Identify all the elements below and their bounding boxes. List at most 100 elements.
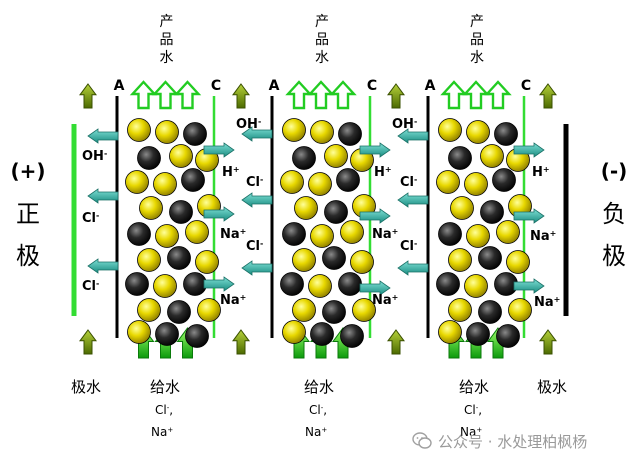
anion-migration-arrow-4 (241, 126, 273, 142)
anion-migration-arrow-5 (241, 192, 273, 208)
cation-resin-bead-2-2 (310, 120, 334, 144)
product-water-label-2-1: 产 (315, 14, 329, 30)
hydrogen-ion-label-7: H+ (532, 165, 550, 181)
anion-resin-bead-2-9 (336, 168, 360, 192)
anion-resin-bead-1-26 (155, 322, 179, 346)
anion-migration-arrow-6 (241, 260, 273, 276)
feed-ions-chloride-1: Cl-, (155, 403, 173, 417)
cation-resin-bead-2-25 (282, 320, 306, 344)
cation-resin-bead-3-24 (508, 298, 532, 322)
product-water-arrow-1-1 (129, 80, 158, 110)
electrode-water-label-right: 极水 (537, 378, 567, 396)
anion-resin-bead-1-27 (185, 324, 209, 348)
hydroxide-ion-label-7: OH- (392, 117, 417, 133)
product-water-label-2-2: 品 (315, 32, 329, 48)
chloride-ion-label-6: Cl- (246, 239, 263, 255)
cation-resin-bead-1-14 (155, 224, 179, 248)
cation-resin-bead-2-16 (292, 248, 316, 272)
anion-resin-bead-1-13 (127, 222, 151, 246)
anion-resin-bead-2-23 (322, 300, 346, 324)
cation-resin-bead-3-20 (464, 274, 488, 298)
anion-resin-bead-2-21 (338, 272, 362, 296)
cation-resin-bead-2-14 (310, 224, 334, 248)
cation-resin-bead-3-2 (466, 120, 490, 144)
cation-resin-bead-2-20 (308, 274, 332, 298)
feed-ions-sodium-3: Na+ (460, 425, 482, 439)
cation-resin-bead-3-25 (438, 320, 462, 344)
anion-resin-bead-3-3 (494, 122, 518, 146)
cation-migration-arrow-8 (513, 208, 545, 224)
product-water-label-3-3: 水 (470, 50, 484, 66)
cation-resin-bead-2-7 (280, 170, 304, 194)
cation-migration-arrow-5 (359, 208, 391, 224)
cation-resin-bead-2-8 (308, 172, 332, 196)
anion-resin-bead-2-3 (338, 122, 362, 146)
anion-resin-bead-1-17 (167, 246, 191, 270)
cation-resin-bead-1-22 (137, 298, 161, 322)
sodium-ion-label-3: Na+ (220, 293, 246, 309)
positive-electrode-label-bottom: 极 (16, 242, 40, 270)
negative-electrode-label-top: 负 (602, 200, 626, 228)
watermark: 公众号 · 水处理柏枫杨 (412, 430, 587, 452)
cation-migration-arrow-9 (513, 278, 545, 294)
chloride-ion-label-8: Cl- (400, 175, 417, 191)
electrode-water-arrow-2 (79, 329, 97, 355)
anion-resin-bead-2-17 (322, 246, 346, 270)
hydroxide-ion-label-1: OH- (82, 149, 107, 165)
electrode-water-arrow-3 (232, 83, 250, 109)
anion-resin-bead-1-9 (181, 168, 205, 192)
electrode-water-arrow-7 (539, 83, 557, 109)
cation-resin-bead-3-1 (438, 118, 462, 142)
anion-resin-bead-3-26 (466, 322, 490, 346)
hydrogen-ion-label-1: H+ (222, 165, 240, 181)
anion-migration-arrow-9 (397, 260, 429, 276)
anion-resin-bead-2-4 (292, 146, 316, 170)
anion-resin-bead-2-19 (280, 272, 304, 296)
cation-resin-bead-3-10 (450, 196, 474, 220)
anion-resin-bead-3-19 (436, 272, 460, 296)
cation-resin-bead-1-10 (139, 196, 163, 220)
cation-resin-bead-2-1 (282, 118, 306, 142)
cation-resin-bead-2-24 (352, 298, 376, 322)
cation-resin-bead-3-15 (496, 220, 520, 244)
cation-membrane-label-3: C (521, 78, 531, 94)
anion-resin-bead-1-19 (125, 272, 149, 296)
chloride-ion-label-2: Cl- (82, 211, 99, 227)
anion-resin-bead-3-17 (478, 246, 502, 270)
cation-migration-arrow-7 (513, 142, 545, 158)
product-water-label-3-1: 产 (470, 14, 484, 30)
feed-ions-sodium-1: Na+ (151, 425, 173, 439)
cation-migration-arrow-2 (203, 206, 235, 222)
cation-membrane-label-2: C (367, 78, 377, 94)
cation-resin-bead-1-8 (153, 172, 177, 196)
anion-migration-arrow-8 (397, 192, 429, 208)
sodium-ion-label-2: Na+ (220, 227, 246, 243)
positive-electrode-sign: (+) (10, 159, 45, 183)
cation-resin-bead-2-5 (324, 144, 348, 168)
cation-resin-bead-3-16 (448, 248, 472, 272)
feed-ions-chloride-2: Cl-, (309, 403, 327, 417)
cation-resin-bead-1-20 (153, 274, 177, 298)
sodium-ion-label-5: Na+ (372, 227, 398, 243)
cation-resin-bead-2-18 (350, 250, 374, 274)
anion-resin-bead-2-13 (282, 222, 306, 246)
cation-migration-arrow-6 (359, 280, 391, 296)
product-water-arrow-1-2 (151, 80, 180, 110)
cation-resin-bead-2-10 (294, 196, 318, 220)
feed-water-label-1: 给水 (150, 378, 180, 396)
product-water-arrow-1-3 (173, 80, 202, 110)
cation-resin-bead-1-18 (195, 250, 219, 274)
sodium-ion-label-8: Na+ (530, 229, 556, 245)
product-water-arrow-3-3 (484, 80, 512, 110)
anion-resin-bead-2-27 (340, 324, 364, 348)
product-water-arrow-2-2 (307, 80, 335, 110)
cation-resin-bead-1-2 (155, 120, 179, 144)
anion-migration-arrow-2 (87, 188, 119, 204)
cation-resin-bead-1-16 (137, 248, 161, 272)
electrode-water-arrow-8 (539, 329, 557, 355)
anion-resin-bead-3-11 (480, 200, 504, 224)
product-water-label-1-2: 品 (160, 32, 174, 48)
anion-membrane-label-1: A (114, 78, 125, 94)
cation-resin-bead-1-15 (185, 220, 209, 244)
